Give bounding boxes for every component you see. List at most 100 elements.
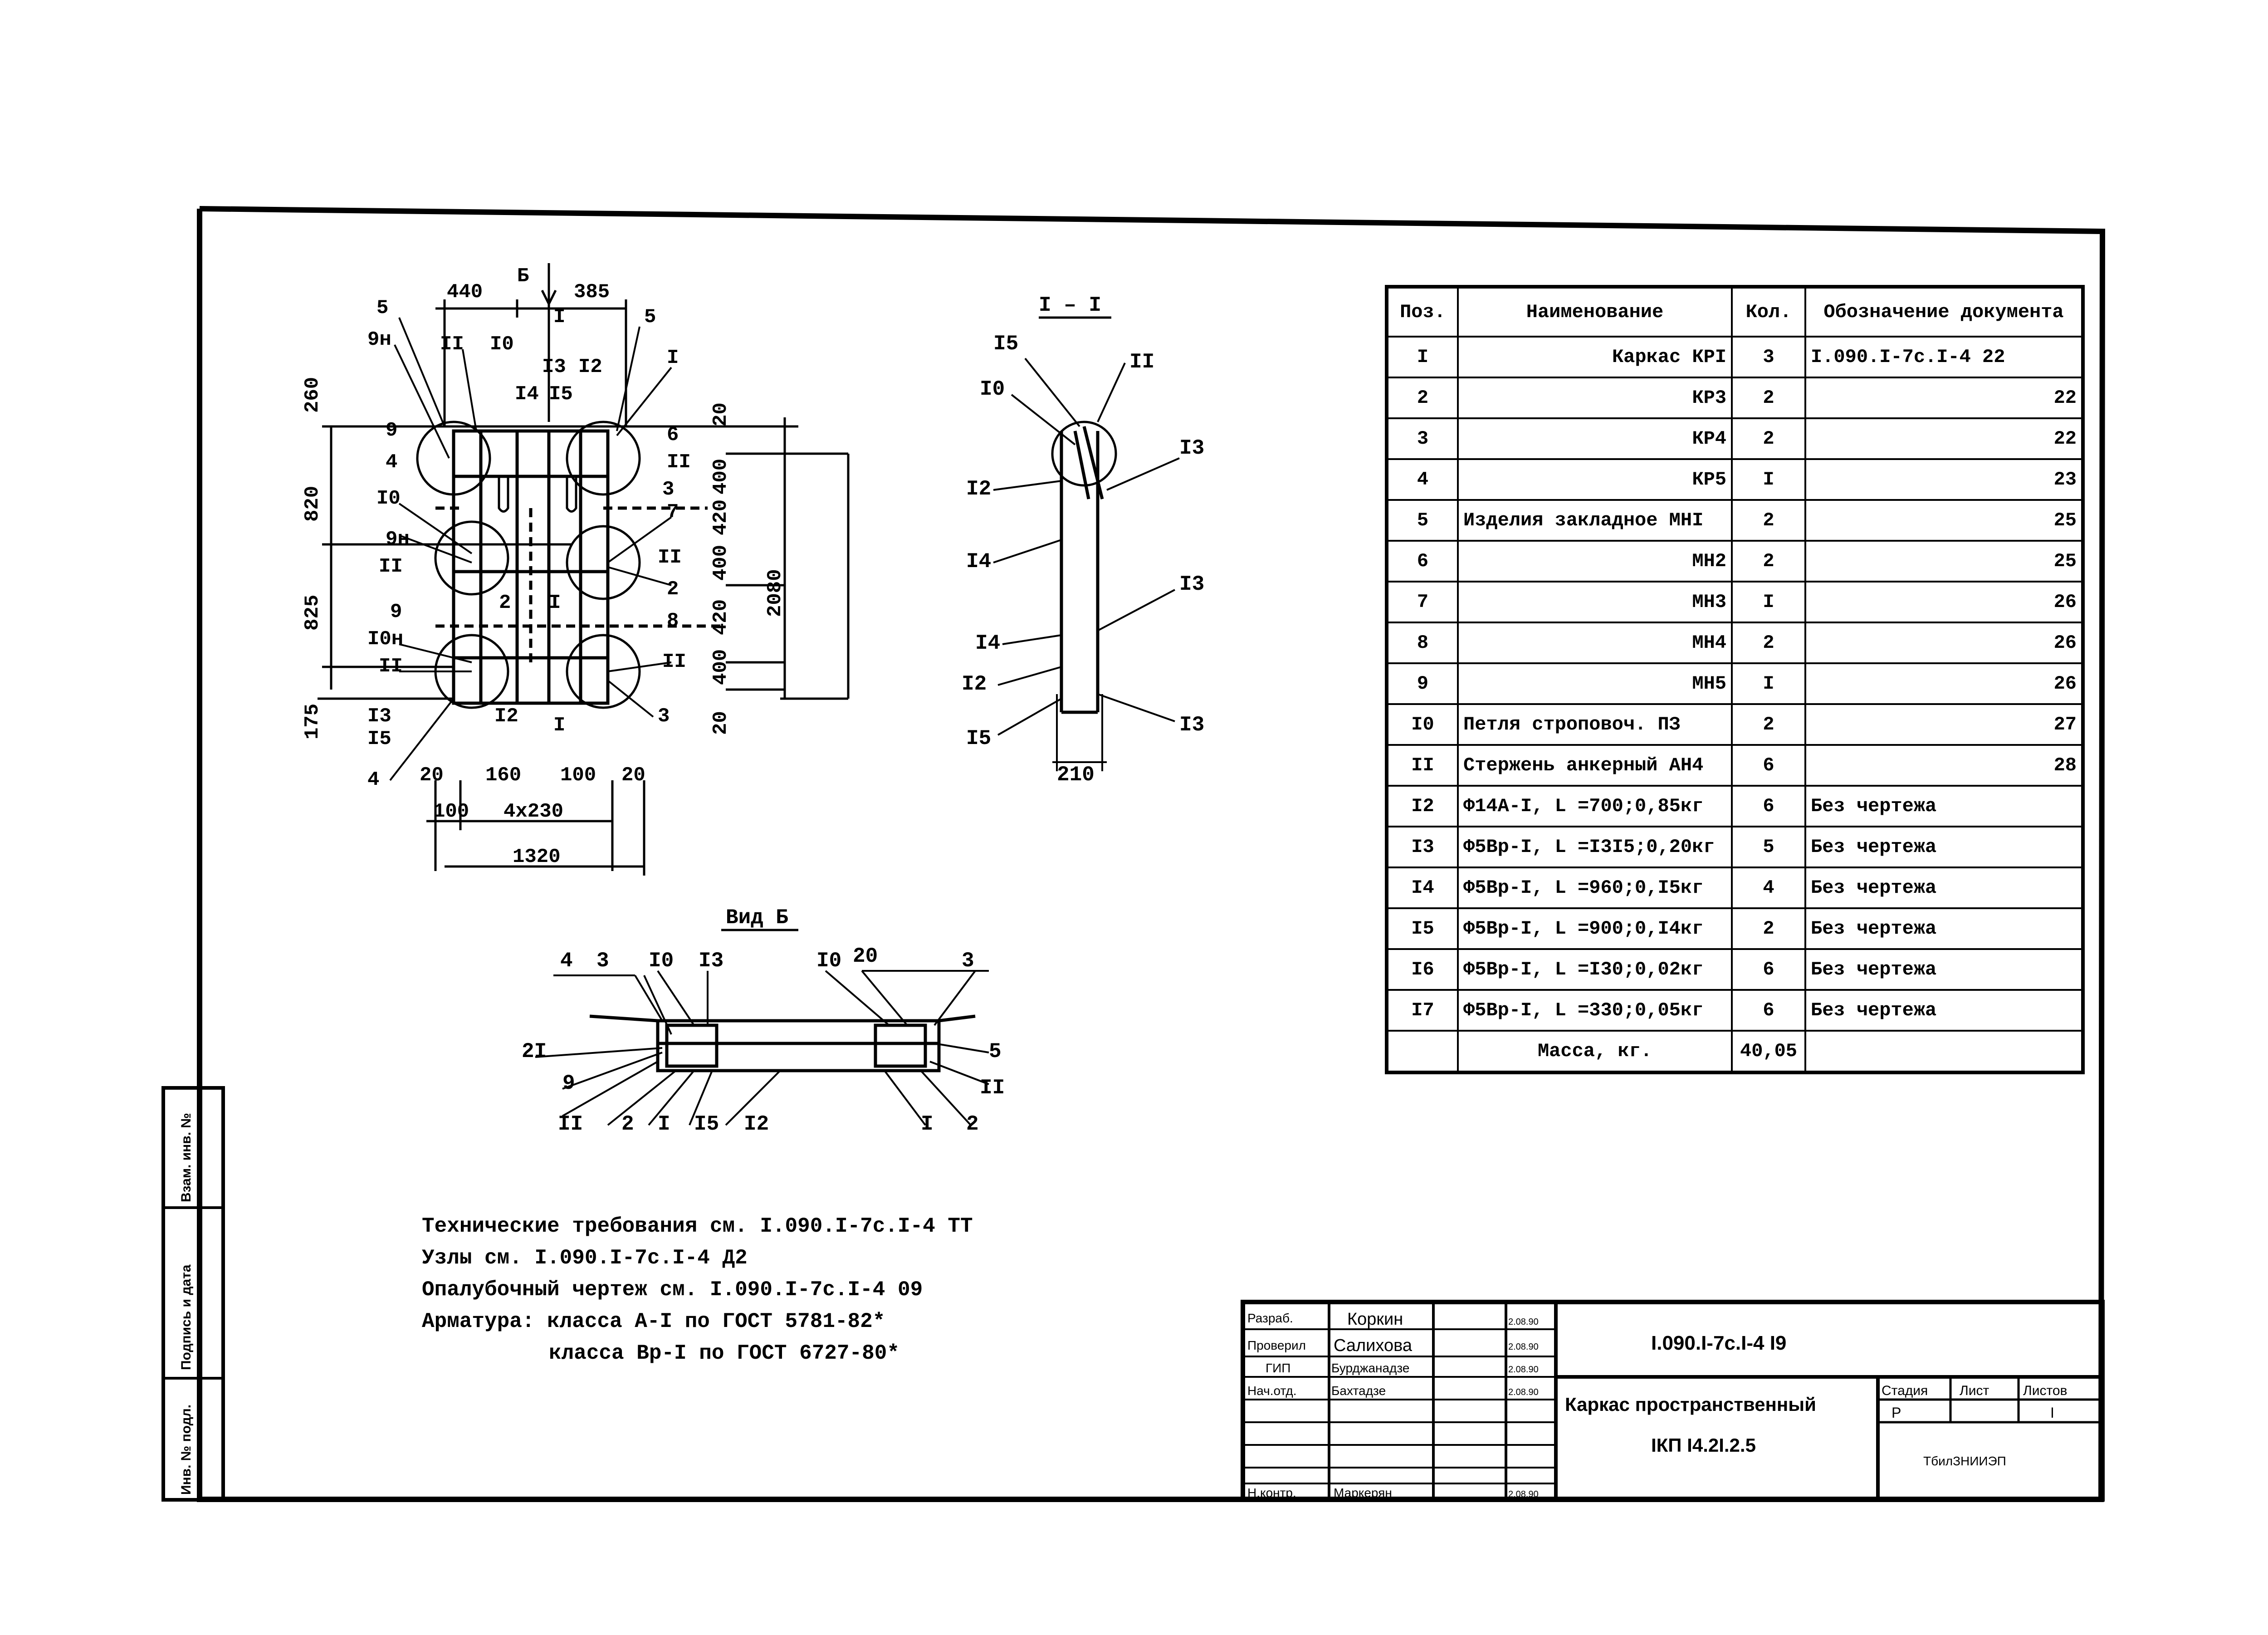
plan-label-2-right: 2 (667, 578, 679, 601)
spec-cell-pos: II (1386, 744, 1459, 787)
view-b-label-2i: 2I (522, 1040, 547, 1063)
tb-date-developer: 2.08.90 (1508, 1317, 1539, 1327)
view-b-label-2-bottom-right: 2 (966, 1112, 979, 1136)
spec-mass-row: Масса, кг.40,05 (1386, 1030, 2084, 1073)
spec-cell-name: КР3 (1457, 377, 1733, 419)
spec-cell-pos: I0 (1386, 703, 1459, 746)
section-label-i2-low: I2 (962, 672, 987, 696)
spec-cell-doc: Без чертежа (1804, 948, 2084, 991)
view-b-body (589, 1014, 976, 1072)
spec-cell-doc: Без чертежа (1804, 989, 2084, 1032)
tb-role-developer: Разраб. (1247, 1311, 1293, 1325)
spec-cell-qty: 2 (1731, 540, 1806, 583)
section-texts: I – I I5 II I0 I3 I2 I4 I3 I4 I2 I3 I5 2… (962, 294, 1204, 787)
spec-cell-pos: I4 (1386, 866, 1459, 909)
spec-cell-pos: 6 (1386, 540, 1459, 583)
plan-label-i4-top: I4 (515, 383, 539, 406)
margin-stamp-replaced: Взам. инв. № (179, 1113, 194, 1202)
plan-label-i2-top: I2 (578, 356, 602, 378)
spec-cell-doc: Без чертежа (1804, 866, 2084, 909)
spec-cell-name: Изделия закладное МНI (1457, 499, 1733, 542)
spec-header-doc: Обозначение документа (1804, 286, 2084, 338)
plan-frame (435, 429, 726, 705)
spec-cell-pos: 2 (1386, 377, 1459, 419)
spec-cell-qty: 5 (1731, 826, 1806, 868)
section-label-ii: II (1129, 350, 1154, 374)
dim-right-400b: 400 (709, 545, 732, 581)
spec-cell-doc: Без чертежа (1804, 785, 2084, 827)
spec-cell-qty: 4 (1731, 866, 1806, 909)
tb-org: ТбилЗНИИЭП (1923, 1454, 2006, 1468)
dim-260: 260 (301, 377, 324, 413)
view-b-label-ii-right: II (980, 1076, 1005, 1100)
spec-cell-qty: 2 (1731, 377, 1806, 419)
tb-name-developer: Коркин (1347, 1310, 1403, 1329)
view-b-label-3-left: 3 (596, 949, 609, 973)
spec-cell-doc: 22 (1804, 417, 2084, 460)
plan-label-i2-low: I2 (494, 705, 518, 728)
plan-label-3: 3 (662, 478, 674, 501)
view-b-label-i0-right: I0 (816, 949, 841, 973)
spec-cell-doc: 26 (1804, 622, 2084, 664)
dim-bottom-100b: 100 (433, 800, 469, 823)
spec-cell-name: МН5 (1457, 662, 1733, 705)
spec-cell-pos: 4 (1386, 458, 1459, 501)
margin-stamps: Взам. инв. № Подпись и дата Инв. № подл. (179, 1113, 194, 1495)
spec-cell-pos: I3 (1386, 826, 1459, 868)
section-label-i3-top: I3 (1179, 436, 1204, 460)
spec-cell-doc: 25 (1804, 540, 2084, 583)
plan-label-i-top: I (667, 347, 679, 369)
plan-label-4-low: 4 (367, 769, 379, 791)
view-b-label-4: 4 (560, 949, 573, 973)
note-nodes: Узлы см. I.090.I-7c.I-4 Д2 (422, 1246, 748, 1270)
spec-cell-qty: 2 (1731, 499, 1806, 542)
spec-mass-label: Масса, кг. (1457, 1030, 1733, 1073)
plan-label-5-left: 5 (376, 297, 388, 319)
tb-stage-header: Стадия (1882, 1383, 1928, 1398)
spec-cell-pos: I5 (1386, 907, 1459, 950)
tb-doc-code: I.090.I-7c.I-4 I9 (1651, 1332, 1786, 1354)
spec-cell-pos: 7 (1386, 581, 1459, 623)
spec-cell-pos: I7 (1386, 989, 1459, 1032)
tb-product-code: IКП I4.2I.2.5 (1651, 1434, 1756, 1456)
section-label-i5: I5 (993, 332, 1018, 356)
tb-name-checked: Салихова (1334, 1336, 1413, 1355)
spec-cell-pos: 8 (1386, 622, 1459, 664)
view-b-label-i-bottom-right: I (921, 1112, 934, 1136)
dim-right-20b: 20 (709, 711, 732, 735)
spec-cell-qty: 2 (1731, 703, 1806, 746)
spec-mass-value: 40,05 (1731, 1030, 1806, 1073)
tb-name-gip: Бурджанадзе (1331, 1361, 1409, 1375)
note-rebar-bp1: класса Вр-I по ГОСТ 6727-80* (549, 1341, 899, 1365)
section-label-i2-top: I2 (966, 477, 991, 501)
plan-label-3-low: 3 (658, 705, 670, 728)
view-b-label-20: 20 (853, 945, 878, 968)
spec-cell-pos: 3 (1386, 417, 1459, 460)
plan-label-9: 9 (386, 419, 397, 442)
plan-label-ii-6: II (667, 451, 691, 474)
section-leaders (993, 357, 1180, 736)
section-label-i3-low: I3 (1179, 713, 1204, 737)
dim-bottom-100: 100 (560, 764, 596, 787)
dim-right-420b: 420 (709, 599, 732, 635)
spec-cell-name: Петля строповоч. ПЗ (1457, 703, 1733, 746)
plan-label-i0n: I0н (367, 628, 403, 651)
tb-date-checked: 2.08.90 (1508, 1342, 1539, 1352)
plan-label-9n-mid: 9н (386, 528, 410, 551)
margin-stamp-signature: Подпись и дата (179, 1264, 194, 1370)
view-b-label-ii-bottom: II (558, 1112, 583, 1136)
spec-cell-name: Стержень анкерный АН4 (1457, 744, 1733, 787)
tb-role-gip: ГИП (1266, 1361, 1290, 1375)
specification-table: Поз. Наименование Кол. Обозначение докум… (1385, 285, 2085, 1074)
dim-bottom-160: 160 (485, 764, 521, 787)
title-block-texts: Разраб. Проверил ГИП Нач.отд. Н.контр. К… (1247, 1310, 2067, 1500)
